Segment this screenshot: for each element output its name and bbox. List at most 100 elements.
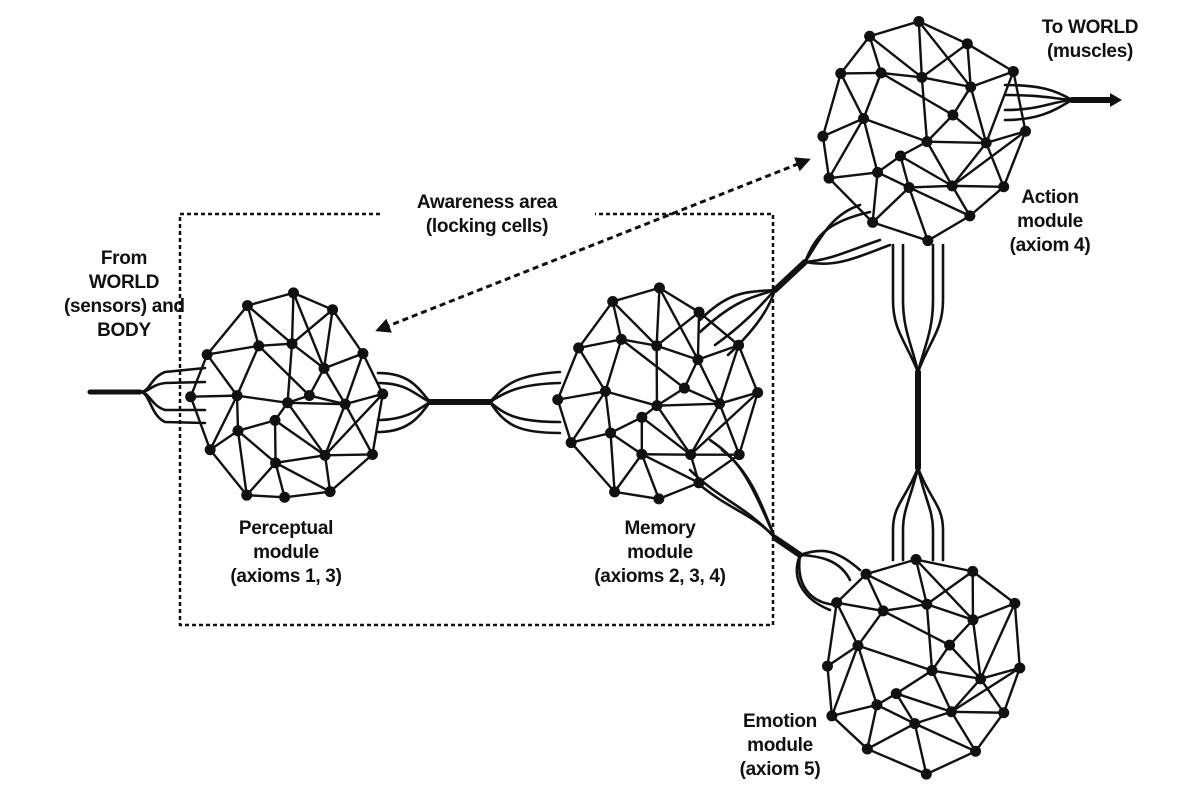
- network-link: [826, 666, 834, 716]
- neuron-node: [875, 67, 887, 79]
- network-link: [291, 342, 325, 370]
- network-link: [979, 602, 1016, 680]
- network-link: [738, 392, 759, 456]
- neuron-node: [282, 397, 294, 409]
- neuron-node: [253, 340, 265, 352]
- network-link: [235, 345, 260, 397]
- network-link: [258, 342, 293, 348]
- neuron-node: [653, 493, 665, 505]
- neuron-node: [552, 394, 564, 406]
- emotion-module-label: Emotion module (axiom 5): [739, 711, 821, 780]
- network-link: [621, 338, 657, 347]
- network-link: [971, 619, 982, 679]
- network-link: [246, 493, 285, 499]
- network-link: [826, 602, 838, 667]
- network-link: [827, 117, 865, 179]
- neuron-node: [287, 287, 299, 299]
- neuron-node: [714, 398, 726, 410]
- network-link: [206, 353, 239, 397]
- network-link: [1002, 667, 1021, 714]
- neuron-node: [910, 554, 922, 566]
- neuron-node: [573, 342, 585, 354]
- neuron-node: [733, 339, 745, 351]
- network-link: [604, 391, 612, 434]
- connection-bundles: [87, 83, 1115, 612]
- network-link: [641, 453, 700, 484]
- network-link: [610, 416, 643, 435]
- network-link: [926, 114, 954, 143]
- network-link: [570, 431, 611, 444]
- neuron-node: [909, 718, 921, 730]
- network-link: [969, 86, 988, 144]
- network-link: [895, 692, 916, 725]
- network-link: [871, 186, 910, 224]
- network-link: [908, 184, 953, 189]
- neuron-node: [831, 597, 843, 609]
- network-link: [839, 35, 871, 75]
- network-link: [966, 42, 1014, 73]
- network-link: [821, 73, 842, 137]
- network-link: [612, 286, 660, 303]
- neuron-node: [565, 437, 577, 449]
- neuron-node: [970, 745, 982, 757]
- memory-module-label: Memory module (axioms 2, 3, 4): [594, 518, 726, 587]
- network-link: [609, 431, 643, 456]
- neuron-node: [946, 180, 958, 192]
- network-link: [245, 462, 277, 496]
- network-link: [640, 453, 660, 500]
- awareness-link-arrow: [375, 157, 811, 333]
- network-link: [974, 712, 1005, 752]
- network-link: [284, 490, 331, 499]
- network-link: [611, 300, 658, 347]
- neuron-node: [319, 449, 331, 461]
- network-link: [864, 573, 885, 612]
- network-link: [274, 419, 326, 457]
- neuron-node: [651, 340, 663, 352]
- network-link: [926, 140, 987, 145]
- network-link: [578, 338, 622, 350]
- network-link: [951, 710, 1004, 714]
- network-link: [274, 462, 286, 498]
- network-link: [292, 292, 326, 369]
- neuron-node: [204, 444, 216, 456]
- network-link: [698, 453, 740, 484]
- network-link: [257, 344, 311, 397]
- network-link: [324, 393, 384, 457]
- neuron-node: [339, 398, 351, 410]
- network-link: [737, 344, 759, 394]
- network-link: [914, 722, 977, 753]
- network-link: [950, 666, 1021, 713]
- neuron-node: [916, 71, 928, 83]
- network-link: [237, 419, 276, 432]
- network-link: [920, 77, 929, 142]
- network-link: [325, 453, 373, 457]
- network-link: [836, 601, 884, 613]
- neuron-node: [864, 30, 876, 42]
- neuron-node: [609, 486, 621, 498]
- network-link: [236, 394, 288, 404]
- neuron-node: [890, 688, 902, 700]
- network-link: [323, 367, 347, 405]
- neuron-node: [241, 489, 253, 501]
- neuron-node: [303, 390, 315, 402]
- neuron-node: [693, 306, 705, 318]
- neuron-node: [269, 414, 281, 426]
- neuron-node: [752, 387, 764, 399]
- action-module-network: [817, 15, 1032, 247]
- neuron-node: [867, 216, 879, 228]
- network-link: [985, 142, 1005, 188]
- network-link: [835, 573, 867, 604]
- network-link: [917, 21, 924, 78]
- network-link: [247, 291, 294, 307]
- network-link: [236, 430, 248, 496]
- network-link: [868, 35, 883, 74]
- network-link: [821, 136, 831, 179]
- network-link: [614, 490, 660, 501]
- neuron-node: [961, 38, 973, 50]
- network-link: [189, 354, 209, 398]
- neuron-node: [821, 660, 833, 672]
- neuron-node: [835, 67, 847, 79]
- neuron-node: [1007, 65, 1019, 77]
- neuron-node: [965, 81, 977, 93]
- network-link: [971, 570, 1016, 605]
